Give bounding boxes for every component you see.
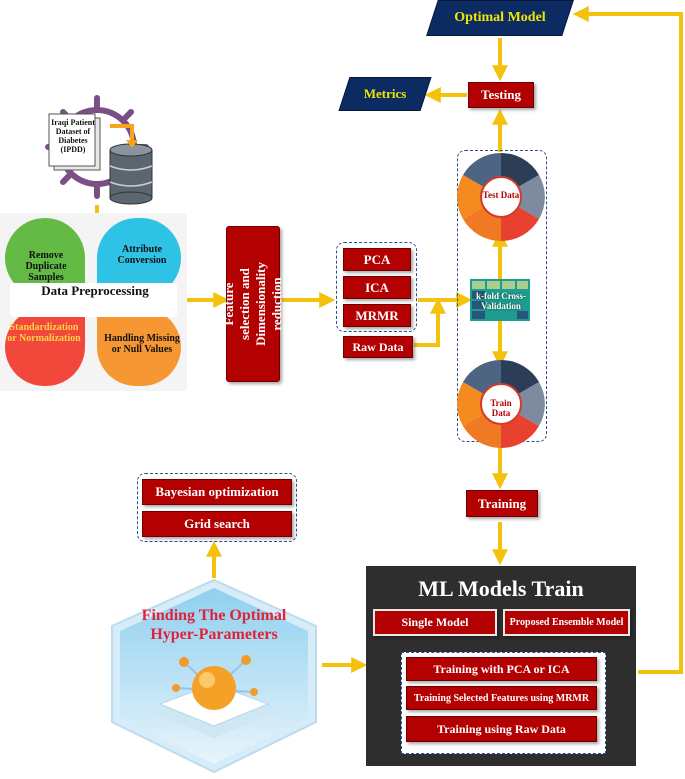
hyper-parameters-title: Finding The Optimal Hyper-Parameters (141, 607, 287, 643)
remove-duplicates-label: Remove Duplicate Samples (25, 250, 67, 283)
preprocessing-title: Data Preprocessing (41, 283, 149, 298)
ica-node: ICA (343, 276, 411, 299)
preprocessing-title-band (10, 283, 177, 317)
database-icon (109, 124, 153, 205)
single-model-node: Single Model (373, 609, 497, 636)
quadrant-orange (97, 308, 181, 386)
bayesian-optimization-node: Bayesian optimization (142, 479, 292, 505)
document-icon (48, 113, 101, 171)
pca-node: PCA (343, 248, 411, 271)
mrmr-node: MRMR (343, 304, 411, 327)
training-raw-node: Training using Raw Data (406, 716, 597, 742)
search-methods-group (137, 473, 297, 542)
test-data-label: Test Data (482, 190, 520, 200)
training-pca-ica-node: Training with PCA or ICA (406, 657, 597, 681)
dataset-label: Iraqi Patient Dataset of Diabetes (IPDD) (51, 118, 95, 154)
ensemble-model-node: Proposed Ensemble Model (503, 609, 630, 636)
metrics-node: Metrics (338, 77, 432, 111)
kfold-label: k-fold Cross-Validation (475, 291, 527, 311)
training-mrmr-node: Training Selected Features using MRMR (406, 686, 597, 710)
dataset-icon-group: Iraqi Patient Dataset of Diabetes (IPDD) (40, 92, 170, 207)
optimal-model-node: Optimal Model (426, 0, 574, 36)
raw-data-node: Raw Data (343, 336, 413, 358)
feature-selection-node: Feature selection and Dimensionality red… (221, 226, 284, 382)
grid-search-node: Grid search (142, 511, 292, 537)
methods-group (336, 242, 417, 332)
quadrant-red (5, 308, 85, 386)
preprocessing-panel: Remove Duplicate Samples Attribute Conve… (0, 213, 187, 391)
testing-node: Testing (468, 82, 534, 108)
attribute-conversion-label: Attribute Conversion (117, 244, 167, 266)
handling-missing-label: Handling Missing or Null Values (104, 333, 180, 355)
arrow-raw-to-kfold (414, 297, 446, 347)
training-node: Training (466, 490, 538, 517)
ml-models-title: ML Models Train (418, 576, 584, 601)
metrics-label: Metrics (363, 86, 407, 101)
optimal-model-label: Optimal Model (454, 10, 546, 25)
standardization-label: Standardization or Normalization (7, 322, 81, 344)
arrow-ml-to-optimal (572, 6, 683, 674)
train-data-label: Train Data (490, 398, 512, 418)
